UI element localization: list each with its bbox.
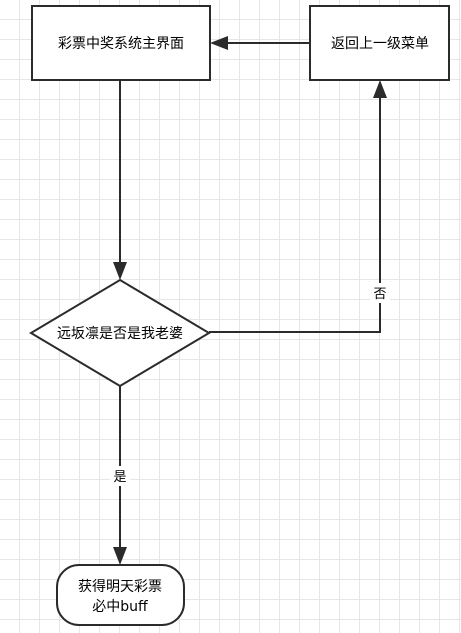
arrowhead-icon <box>210 36 228 50</box>
arrowhead-icon <box>373 80 387 98</box>
edge-back-to-main <box>210 36 310 50</box>
edge-main-to-decision <box>113 80 127 280</box>
node-result[interactable]: 获得明天彩票 必中buff <box>56 564 185 626</box>
node-main-menu-label: 彩票中奖系统主界面 <box>58 35 184 52</box>
edge-label-no-text: 否 <box>373 287 386 302</box>
arrowhead-icon <box>113 547 127 565</box>
node-result-line1: 获得明天彩票 <box>78 578 162 595</box>
arrowhead-icon <box>113 262 127 280</box>
edge-label-no: 否 <box>370 283 390 303</box>
edge-decision-to-back <box>209 80 387 333</box>
node-decision-label: 远坂凛是否是我老婆 <box>57 325 183 342</box>
node-main-menu[interactable]: 彩票中奖系统主界面 <box>31 5 211 81</box>
node-result-line2: 必中buff <box>92 599 148 615</box>
edge-label-yes-text: 是 <box>113 470 126 485</box>
node-back-menu[interactable]: 返回上一级菜单 <box>309 5 450 81</box>
node-back-menu-label: 返回上一级菜单 <box>331 36 429 52</box>
edge-label-yes: 是 <box>110 466 130 486</box>
node-decision[interactable]: 远坂凛是否是我老婆 <box>29 278 211 388</box>
